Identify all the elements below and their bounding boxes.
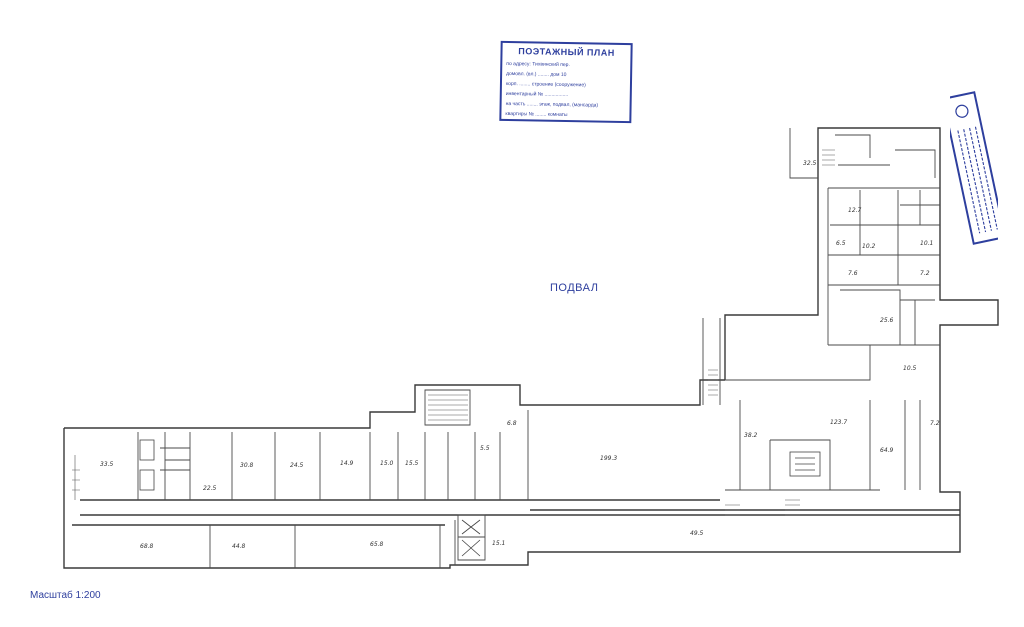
- outer-walls: [63, 127, 999, 569]
- stamp-line: инвентарный № .................: [505, 90, 569, 99]
- bti-stamp: ПОЭТАЖНЫЙ ПЛАН по адресу: Тихвинский пер…: [499, 40, 633, 124]
- room-label: 64.9: [880, 447, 894, 454]
- stair-hatching: [72, 149, 835, 516]
- room-label: 10.5: [903, 365, 917, 372]
- room-label: 7.6: [848, 270, 858, 277]
- stamp-line: квартиры № ........ комнаты: [505, 110, 568, 119]
- room-label: 7.2: [930, 420, 940, 427]
- room-labels: 32.5 12.7 6.5 10.2 10.1 7.6 7.2 25.6 10.…: [100, 160, 940, 550]
- fixtures: [139, 439, 821, 557]
- room-label: 14.9: [340, 460, 354, 467]
- room-label: 10.2: [862, 243, 876, 250]
- room-label: 22.5: [203, 485, 217, 492]
- room-label: 24.5: [290, 462, 304, 469]
- room-label: 49.5: [690, 530, 704, 537]
- room-label: 65.8: [370, 541, 384, 548]
- partition-walls: [137, 128, 940, 568]
- room-label: 5.5: [480, 445, 490, 452]
- room-label: 68.8: [140, 543, 154, 550]
- room-label: 38.2: [744, 432, 758, 439]
- room-label: 25.6: [880, 317, 894, 324]
- room-label: 10.1: [920, 240, 933, 247]
- scale-label: Масштаб 1:200: [30, 590, 101, 601]
- room-label: 15.1: [492, 540, 505, 547]
- stamp-title: ПОЭТАЖНЫЙ ПЛАН: [518, 46, 615, 58]
- room-label: 12.7: [848, 207, 862, 214]
- basement-label: ПОДВАЛ: [550, 282, 599, 294]
- room-label: 7.2: [920, 270, 930, 277]
- room-label: 32.5: [803, 160, 817, 167]
- stamp-line: домовл. (вл.) ........ дом 10: [506, 70, 567, 79]
- room-label: 123.7: [830, 419, 847, 426]
- bti-seal: [950, 91, 998, 245]
- room-label: 44.8: [232, 543, 246, 550]
- room-label: 30.8: [240, 462, 254, 469]
- room-label: 33.5: [100, 461, 114, 468]
- stamp-line: по адресу: Тихвинский пер.: [506, 60, 570, 69]
- room-label: 6.8: [507, 420, 517, 427]
- room-label: 6.5: [836, 240, 846, 247]
- stamp-line: на часть ........ этаж, подвал, (мансард…: [505, 100, 599, 109]
- room-label: 199.3: [600, 455, 617, 462]
- room-label: 15.0: [380, 460, 394, 467]
- stamp-line: корп. ........ строение (сооружение): [505, 80, 586, 89]
- room-label: 15.5: [405, 460, 419, 467]
